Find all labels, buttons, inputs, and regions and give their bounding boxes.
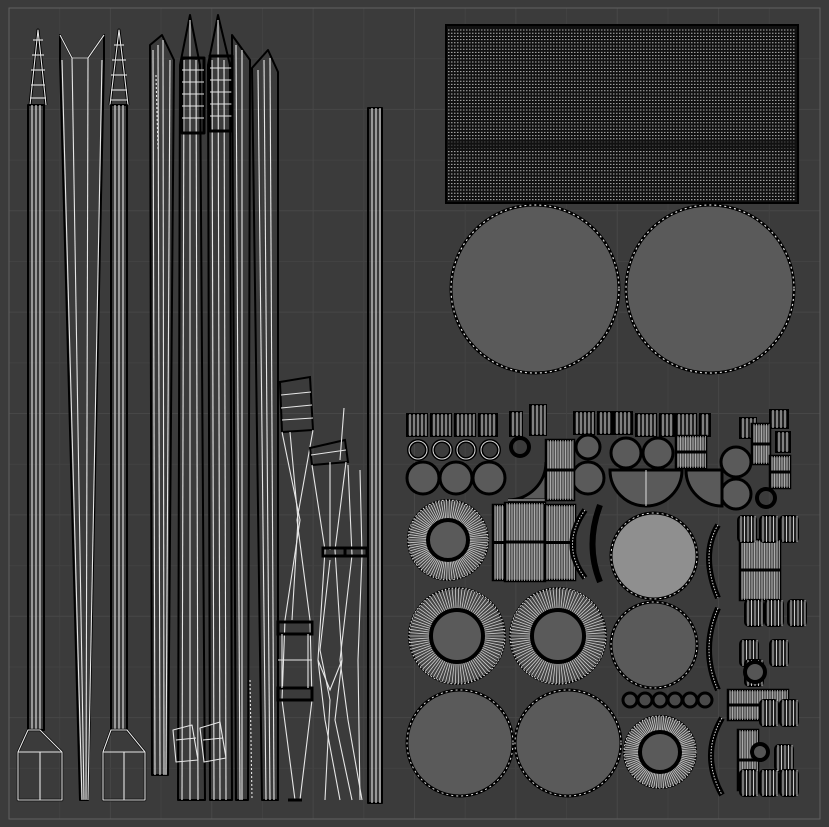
uv-island-cylinder[interactable] bbox=[739, 769, 759, 797]
uv-island-striped-box[interactable] bbox=[726, 688, 790, 722]
uv-island-small-disc[interactable] bbox=[743, 660, 767, 684]
uv-island-shaft[interactable] bbox=[101, 28, 147, 802]
uv-island-striped-box[interactable] bbox=[543, 503, 577, 582]
uv-island-cylinder[interactable] bbox=[573, 411, 595, 435]
uv-island-cylinder[interactable] bbox=[774, 744, 794, 772]
uv-island-group-discs bbox=[449, 203, 796, 375]
uv-island-group-fletching bbox=[276, 375, 369, 802]
uv-island-cylinder[interactable] bbox=[509, 411, 523, 437]
uv-island-striped-box[interactable] bbox=[750, 422, 772, 466]
uv-island-cylinder[interactable] bbox=[675, 413, 697, 437]
uv-island-striped-box[interactable] bbox=[544, 438, 576, 502]
uv-island-small-disc[interactable] bbox=[574, 433, 602, 461]
uv-island-cylinder[interactable] bbox=[659, 413, 675, 437]
uv-island-group-shafts bbox=[16, 14, 383, 804]
uv-island-disc[interactable] bbox=[449, 203, 621, 375]
uv-island-cylinder[interactable] bbox=[430, 413, 452, 437]
uv-island-striped-box[interactable] bbox=[503, 501, 547, 583]
uv-island-group-hardware bbox=[405, 404, 807, 798]
uv-island-shaft[interactable] bbox=[199, 14, 234, 801]
uv-island-cylinder[interactable] bbox=[597, 411, 613, 435]
uv-island-cylinder[interactable] bbox=[759, 699, 779, 727]
uv-island-fletching[interactable] bbox=[276, 375, 315, 802]
uv-island-rod[interactable] bbox=[367, 107, 383, 804]
uv-island-cylinder[interactable] bbox=[787, 599, 807, 627]
uv-island-cylinder[interactable] bbox=[699, 413, 711, 437]
uv-island-striped-box[interactable] bbox=[768, 454, 792, 490]
uv-island-cylinder[interactable] bbox=[779, 769, 799, 797]
uv-island-shaft[interactable] bbox=[59, 34, 105, 801]
uv-island-spoke-ring[interactable] bbox=[408, 587, 506, 685]
uv-island-small-disc[interactable] bbox=[570, 460, 606, 496]
uv-island-shaft[interactable] bbox=[249, 49, 279, 801]
uv-island-cylinder[interactable] bbox=[759, 769, 779, 797]
uv-island-spoke-ring[interactable] bbox=[407, 499, 489, 581]
uv-island-small-disc[interactable] bbox=[750, 742, 770, 762]
uv-island-cylinder[interactable] bbox=[759, 515, 779, 543]
uv-bounds-frame bbox=[8, 7, 821, 820]
uv-island-disc[interactable] bbox=[624, 203, 796, 375]
uv-island-cylinder[interactable] bbox=[737, 515, 757, 543]
uv-island-half-disc[interactable] bbox=[684, 468, 724, 508]
uv-island-striped-box[interactable] bbox=[674, 434, 708, 470]
uv-island-small-disc[interactable] bbox=[719, 477, 753, 511]
uv-island-cylinder[interactable] bbox=[769, 409, 789, 429]
uv-island-disc[interactable] bbox=[513, 688, 623, 798]
uv-island-half-disc[interactable] bbox=[507, 461, 548, 502]
uv-island-striped-box[interactable] bbox=[738, 538, 782, 602]
uv-island-shaft[interactable] bbox=[149, 34, 175, 776]
uv-island-cylinder[interactable] bbox=[454, 413, 476, 437]
uv-island-small-disc[interactable] bbox=[405, 460, 441, 496]
uv-island-cylinder[interactable] bbox=[775, 431, 791, 453]
uv-island-small-disc[interactable] bbox=[609, 436, 643, 470]
uv-island-cylinder[interactable] bbox=[764, 599, 784, 627]
uv-island-small-disc[interactable] bbox=[438, 460, 474, 496]
uv-island-shaft[interactable] bbox=[16, 28, 64, 802]
uv-island-disc[interactable] bbox=[405, 688, 515, 798]
uv-island-spoke-ring[interactable] bbox=[623, 715, 697, 789]
uv-island-spoke-ring[interactable] bbox=[509, 587, 607, 685]
uv-island-cylinder[interactable] bbox=[406, 413, 428, 437]
uv-island-cylinder[interactable] bbox=[529, 404, 547, 436]
uv-island-shaft[interactable] bbox=[172, 14, 206, 801]
uv-island-cylinder[interactable] bbox=[779, 515, 799, 543]
uv-island-cylinder[interactable] bbox=[478, 413, 498, 437]
uv-island-fletching[interactable] bbox=[308, 407, 353, 801]
uv-island-shaft[interactable] bbox=[231, 34, 251, 801]
uv-island-small-disc[interactable] bbox=[719, 445, 753, 479]
uv-island-small-disc[interactable] bbox=[471, 460, 507, 496]
uv-island-cylinder[interactable] bbox=[769, 639, 789, 667]
uv-island-cylinder[interactable] bbox=[744, 599, 764, 627]
uv-island-cylinder[interactable] bbox=[613, 411, 633, 435]
uv-island-fletching[interactable] bbox=[319, 464, 369, 801]
uv-island-cylinder[interactable] bbox=[635, 413, 657, 437]
uv-island-striped-box[interactable] bbox=[491, 503, 507, 582]
uv-island-stitched-strip[interactable] bbox=[445, 24, 799, 204]
uv-island-cylinder[interactable] bbox=[779, 699, 799, 727]
uv-island-small-disc[interactable] bbox=[641, 436, 675, 470]
